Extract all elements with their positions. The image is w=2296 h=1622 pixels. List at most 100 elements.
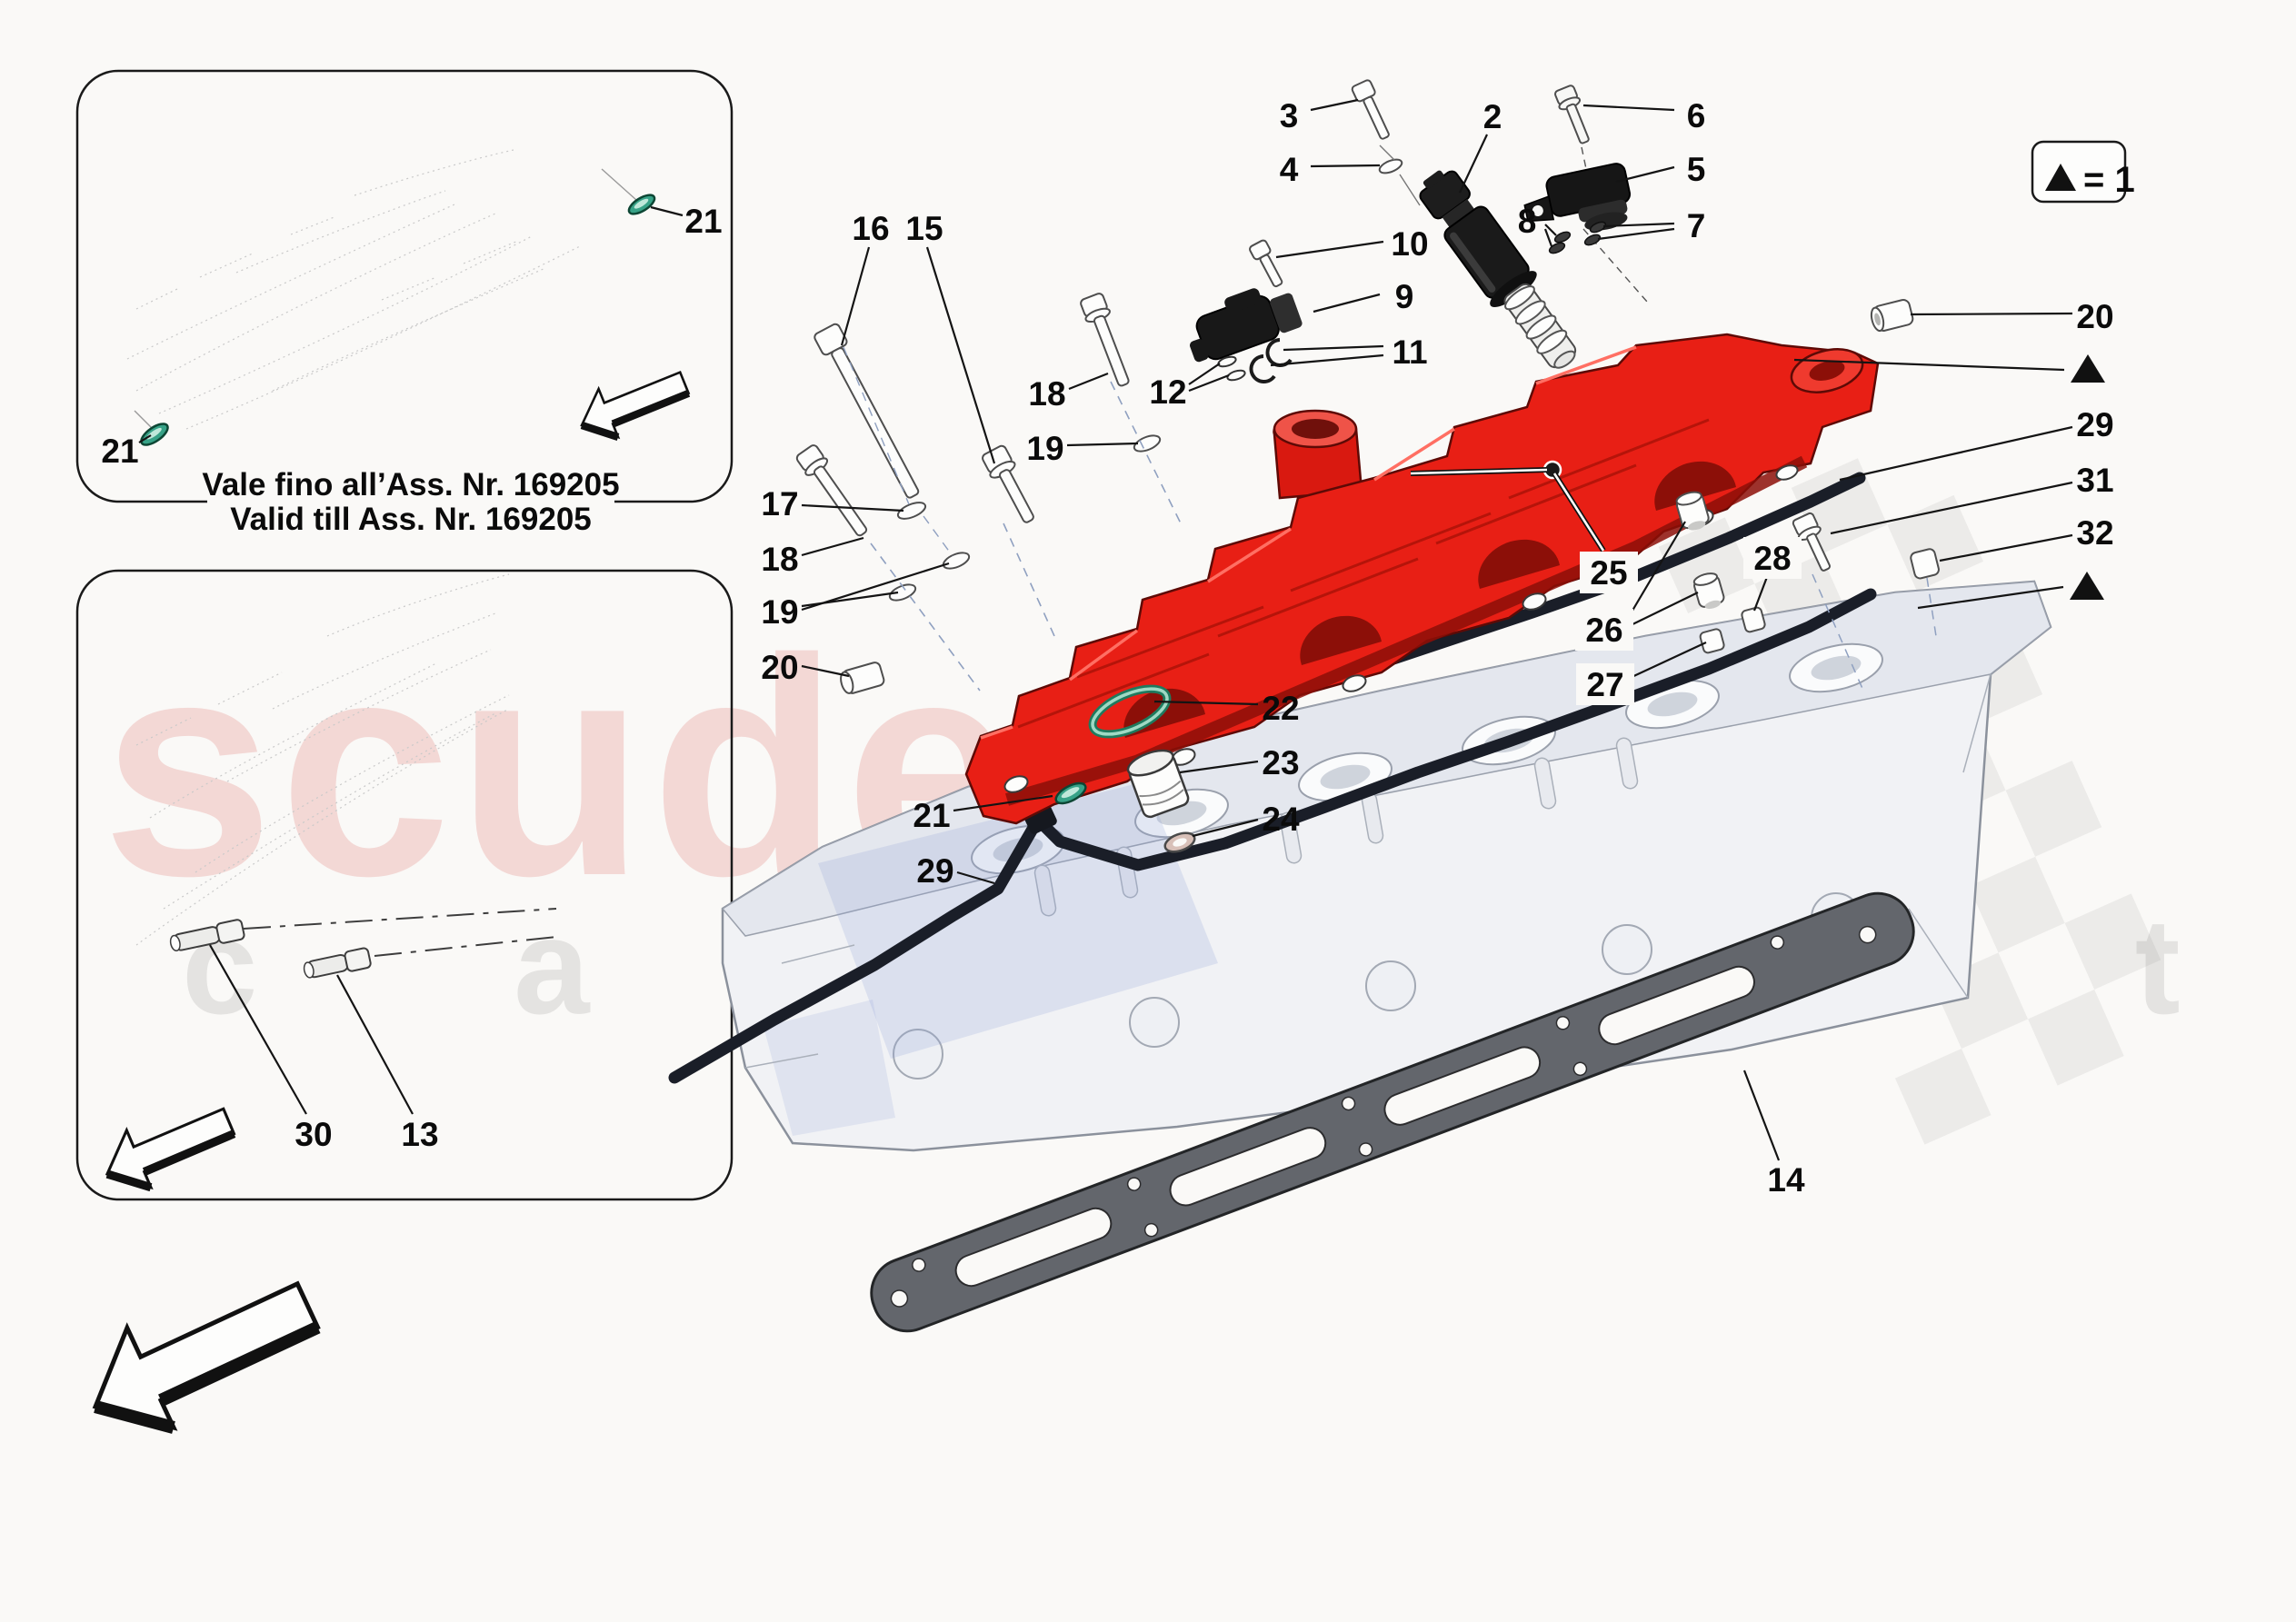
callout-14: 14 (1742, 1070, 1805, 1199)
svg-text:3: 3 (1280, 97, 1299, 134)
bolt-15 (982, 444, 1034, 523)
callout-4: 4 (1280, 151, 1381, 188)
triangle-icon (2045, 164, 2076, 191)
bolt-18 (795, 444, 868, 537)
svg-text:28: 28 (1753, 540, 1791, 577)
callout-30: 30 (209, 944, 333, 1153)
cover-highlights (980, 345, 1637, 740)
callout-29: 29 (916, 852, 995, 890)
callout-32: 32 (1939, 514, 2114, 562)
bolt-31 (1792, 512, 1831, 572)
callout-18: 18 (1028, 372, 1109, 413)
circlip-11 (1249, 338, 1293, 383)
callout-26: 26 (1575, 521, 1699, 651)
callout-17: 17 (761, 485, 904, 522)
callout-21: 21 (101, 433, 152, 470)
inset-box-1-sketch (126, 149, 637, 430)
solenoid-valve-2 (1419, 170, 1577, 369)
bushing-26 (1675, 491, 1710, 531)
svg-text:25: 25 (1590, 554, 1627, 592)
bolt-3 (1351, 79, 1390, 140)
alignment-centerline (243, 908, 557, 930)
assembly-centerline (1379, 144, 1421, 206)
svg-text:7: 7 (1687, 207, 1706, 244)
callout-29: 29 (1839, 406, 2114, 482)
callout-19: 19 (1026, 430, 1139, 467)
svg-text:6: 6 (1687, 97, 1706, 134)
triangle-marker (1917, 572, 2104, 610)
callout-25: 25 (1410, 467, 1638, 593)
assembly-centerline (1812, 573, 1937, 692)
seal-21-icon (140, 423, 169, 446)
callout-18: 18 (761, 536, 864, 578)
cover-neck (1273, 409, 1363, 500)
inset-box-2-border (75, 569, 734, 1201)
washer-4 (1378, 158, 1403, 174)
inset-box-dowels (75, 569, 734, 1201)
bushing-20 (1870, 299, 1914, 333)
seal-7 (1583, 221, 1607, 246)
legend-label: = 1 (2083, 160, 2135, 200)
callout-8: 8 (1518, 203, 1557, 247)
callout-2: 2 (1459, 98, 1502, 194)
callout-24: 24 (1192, 801, 1300, 838)
assembly-centerline (870, 381, 1183, 692)
direction-arrow-icon (105, 1107, 236, 1192)
seal-21-icon (1054, 781, 1087, 805)
svg-text:18: 18 (761, 541, 798, 578)
inset-box-1-border (75, 69, 734, 503)
validity-caption-italian: Vale fino all’Ass. Nr. 169205 (202, 467, 619, 503)
svg-text:21: 21 (913, 797, 950, 834)
dowel-pin-30 (169, 919, 245, 952)
callout-23: 23 (1179, 744, 1300, 781)
washer-19 (942, 552, 971, 570)
head-port-bores (993, 655, 1862, 862)
svg-text:21: 21 (101, 433, 138, 470)
callout-13: 13 (336, 974, 439, 1153)
dowel-pin-13 (303, 947, 372, 979)
cover-boss-bore (1809, 361, 1845, 381)
callout-7: 7 (1597, 207, 1706, 244)
svg-text:19: 19 (1026, 430, 1063, 467)
bolt-10 (1249, 239, 1283, 288)
callout-6: 6 (1582, 97, 1706, 134)
bushing-26 (1692, 572, 1725, 609)
svg-text:2: 2 (1483, 98, 1502, 135)
svg-text:16: 16 (852, 210, 889, 247)
svg-text:17: 17 (761, 485, 798, 522)
svg-text:19: 19 (761, 593, 798, 631)
cover-detail-lines (1017, 418, 1710, 729)
washer-19 (888, 583, 917, 602)
inset-box-validity: Vale fino all’Ass. Nr. 169205 Valid till… (75, 69, 734, 538)
svg-text:31: 31 (2076, 462, 2113, 499)
svg-text:15: 15 (905, 210, 943, 247)
svg-text:8: 8 (1518, 203, 1537, 240)
head-blue-tint (818, 781, 1218, 1059)
svg-text:11: 11 (1392, 333, 1427, 371)
svg-text:30: 30 (294, 1116, 332, 1153)
cap-23 (1126, 749, 1190, 819)
cover-cam-arches (1123, 461, 1736, 738)
head-gasket-14 (870, 891, 1915, 1333)
callout-9: 9 (1313, 278, 1413, 315)
svg-text:21: 21 (684, 203, 722, 240)
callout-27: 27 (1576, 642, 1707, 705)
svg-text:26: 26 (1585, 612, 1622, 649)
svg-text:12: 12 (1149, 373, 1186, 411)
callout-28: 28 (1743, 537, 1802, 612)
assembly-centerline (843, 346, 953, 557)
callout-15: 15 (905, 210, 996, 464)
svg-text:9: 9 (1395, 278, 1414, 315)
callout-31: 31 (1830, 462, 2114, 535)
direction-arrow-icon (580, 370, 691, 441)
callout-19: 19 (761, 562, 950, 631)
seal-21-icon (627, 194, 656, 215)
callout-11: 11 (1270, 333, 1428, 371)
callout-21: 21 (913, 794, 1053, 834)
callout-20: 20 (1910, 298, 2114, 335)
svg-text:14: 14 (1767, 1161, 1805, 1199)
o-ring-22 (1088, 684, 1172, 739)
svg-text:24: 24 (1262, 801, 1300, 838)
